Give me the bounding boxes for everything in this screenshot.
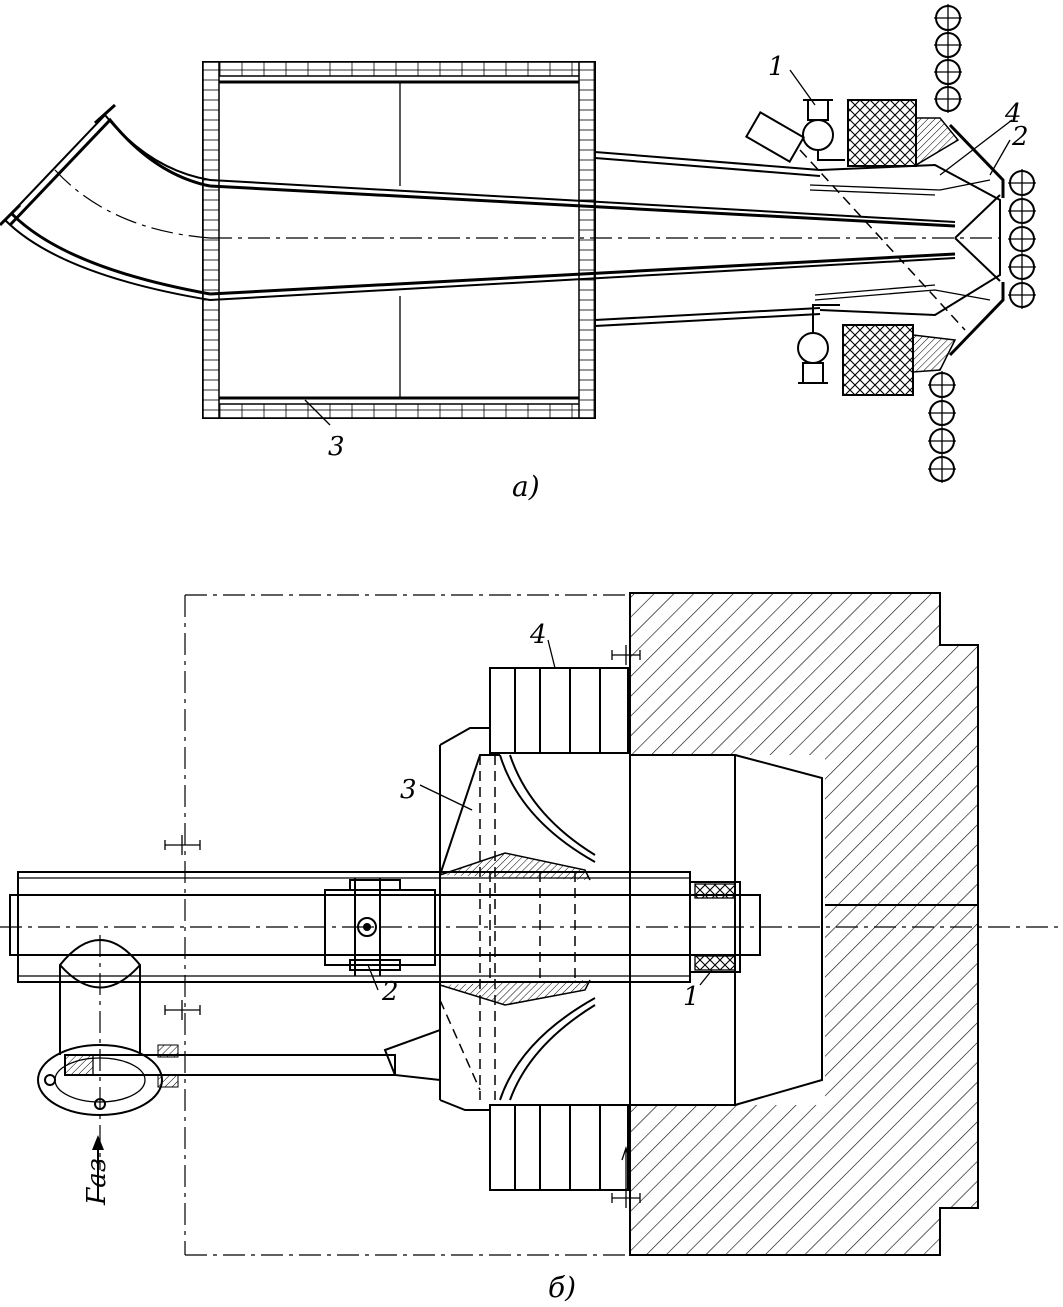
figure-b-burner-assembly: 4 3 2 1 Газ б) [0,592,1063,1304]
label-b-3: 3 [400,775,417,805]
magnet-block-bottom [842,324,914,396]
magnet-coil-bottom [489,1104,629,1191]
coil-turn [934,4,962,32]
coil-turn [928,455,956,483]
section-markers [164,645,641,1208]
figure-a-burner-section: 1 2 3 4 а) [0,4,1036,503]
gas-valve-bottom [797,304,840,384]
gas-inlet-elbow [37,935,441,1170]
caption-b: б) [548,1271,576,1302]
magnet-coil-top [489,667,629,754]
label-b-2: 2 [381,977,399,1007]
coil-turn [934,31,962,59]
coil-turn [934,58,962,86]
coil-turn [1008,281,1036,309]
coil-turn [1008,225,1036,253]
refractory-chamber [202,61,596,419]
label-a-2: 2 [1011,122,1029,152]
swirler-housing [439,727,630,1111]
nozzle-head [744,111,1005,357]
label-a-3: 3 [328,432,345,462]
caption-a: а) [512,470,540,503]
inner-tapering-tube [209,179,1000,301]
gas-valve-top [802,99,845,161]
label-a-4: 4 [1004,99,1022,129]
coil-turn [1008,253,1036,281]
central-lance [0,871,1063,983]
gas-inlet-label: Газ [82,1135,112,1206]
magnet-block-top [847,99,917,167]
coil-turn [928,371,956,399]
coil-turn [1008,169,1036,197]
label-b-4: 4 [529,620,547,650]
inlet-elbow-pipe [0,103,211,301]
coil-turn [1008,197,1036,225]
cooling-coils [928,4,1036,483]
coil-turn [928,427,956,455]
label-a-1: 1 [768,52,785,82]
coil-turn [934,85,962,113]
outer-casing [594,151,821,327]
coil-turn [928,399,956,427]
label-b-1: 1 [683,982,700,1012]
